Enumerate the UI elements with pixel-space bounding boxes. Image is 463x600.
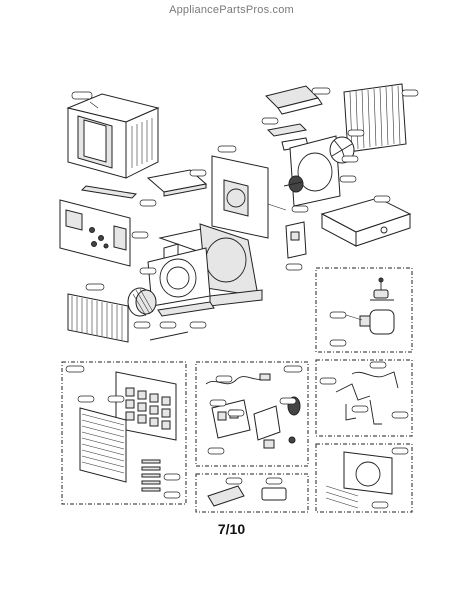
evaporator-coil-icon[interactable] xyxy=(343,83,407,153)
air-guide-icon[interactable] xyxy=(265,85,323,115)
remote-control-icon[interactable] xyxy=(207,485,287,507)
control-panel-icon[interactable] xyxy=(59,199,131,267)
control-box-group-frame xyxy=(195,361,309,467)
air-filter-icon[interactable] xyxy=(79,407,127,483)
heater-assembly-icon[interactable] xyxy=(325,451,393,509)
base-plate-icon[interactable] xyxy=(320,197,412,247)
louver-set-icon[interactable] xyxy=(141,459,161,492)
top-rail-icon[interactable] xyxy=(80,185,138,199)
motor-bracket-group-frame xyxy=(315,443,413,513)
compressor-group-frame xyxy=(315,267,413,353)
fan-motor-icon[interactable] xyxy=(283,175,304,193)
drain-cover-icon[interactable] xyxy=(266,123,308,137)
page-number: 7/10 xyxy=(217,521,246,537)
site-watermark: AppliancePartsPros.com xyxy=(169,4,294,16)
accessory-group-frame xyxy=(195,473,309,513)
piping-group-frame xyxy=(315,359,413,437)
fan-shroud-icon[interactable] xyxy=(289,135,341,207)
condenser-coil-icon[interactable] xyxy=(67,293,129,343)
support-bracket-icon[interactable] xyxy=(285,221,307,259)
cabinet-icon[interactable] xyxy=(66,93,160,179)
control-box-icon[interactable] xyxy=(205,373,301,449)
base-pan-icon[interactable] xyxy=(147,155,269,317)
compressor-icon[interactable] xyxy=(359,277,395,335)
front-grille-icon[interactable] xyxy=(115,371,177,441)
refrigerant-pipe-icon[interactable] xyxy=(335,371,399,425)
front-grille-group-frame xyxy=(61,361,187,505)
blower-wheel-icon[interactable] xyxy=(127,287,157,317)
